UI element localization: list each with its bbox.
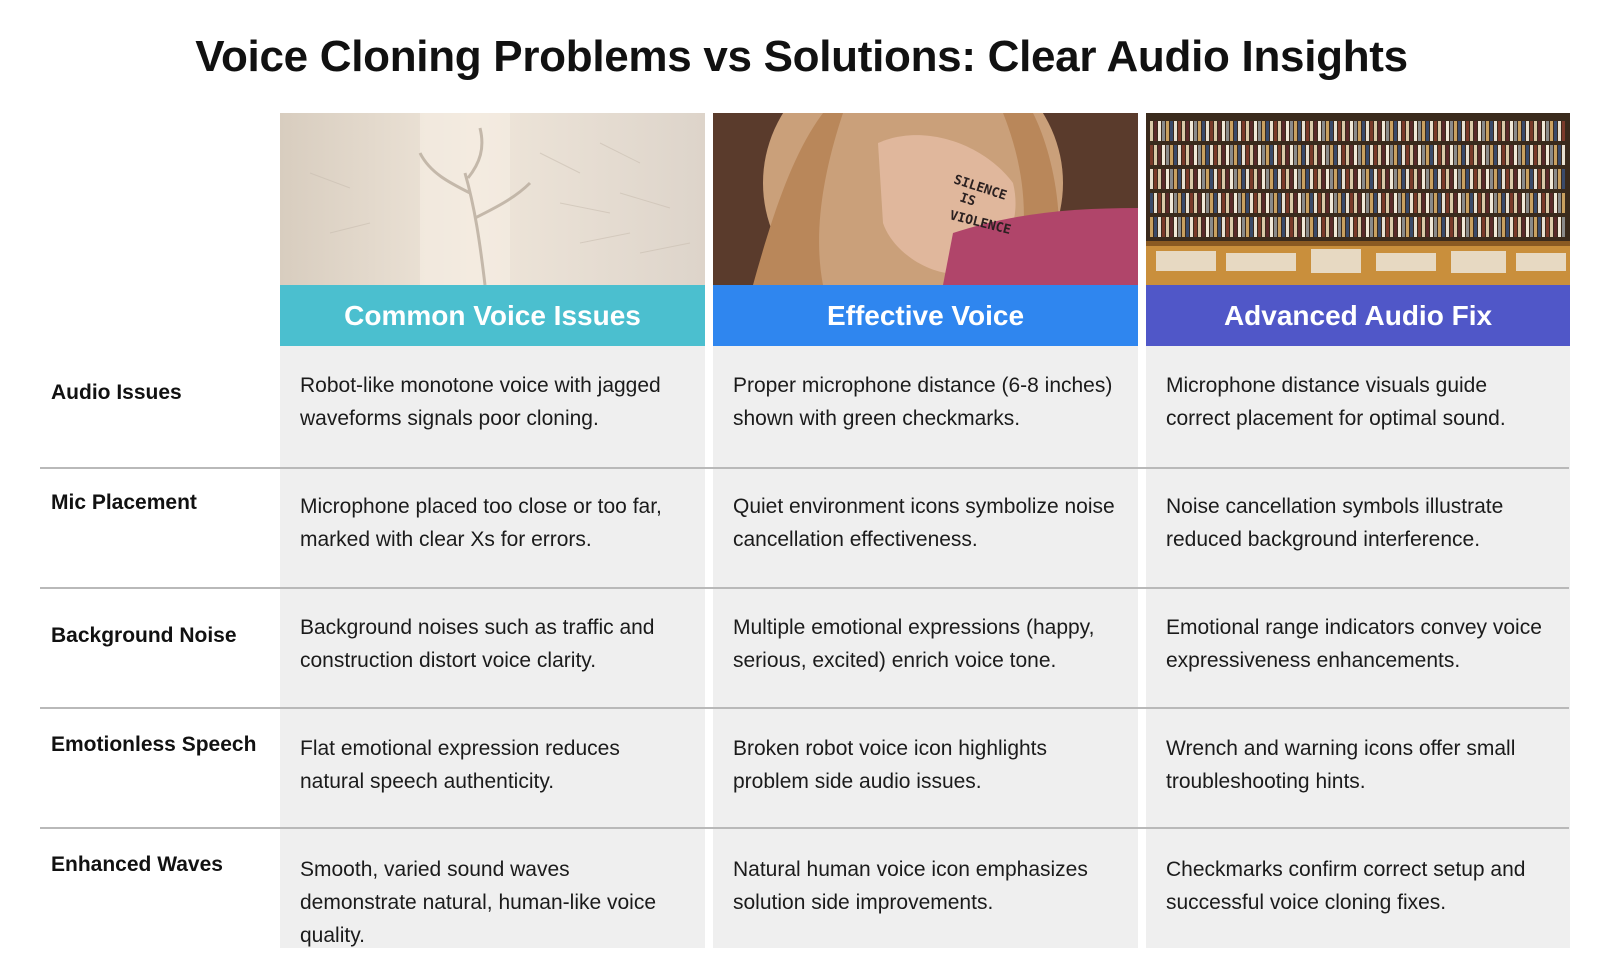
table-cell: Checkmarks confirm correct setup and suc… [1166,858,1526,914]
column-bg-3 [1146,346,1570,948]
row-label-background-noise: Background Noise [51,624,237,647]
row-divider [40,827,1569,829]
table-cell: Proper microphone distance (6-8 inches) … [733,374,1113,430]
column-header-effective-voice: Effective Voice [713,285,1138,346]
column-bg-1 [280,346,705,948]
page-title: Voice Cloning Problems vs Solutions: Cle… [195,32,1408,81]
table-cell: Emotional range indicators convey voice … [1166,616,1542,672]
table-cell: Smooth, varied sound waves demonstrate n… [300,858,657,947]
column-header-common-voice-issues: Common Voice Issues [280,285,705,346]
table-cell: Multiple emotional expressions (happy, s… [733,616,1095,672]
table-cell: Noise cancellation symbols illustrate re… [1166,495,1504,551]
table-cell: Quiet environment icons symbolize noise … [733,495,1115,551]
column-bg-2 [713,346,1138,948]
row-divider [40,587,1569,589]
row-label-audio-issues: Audio Issues [51,381,182,404]
column-header-advanced-audio-fix: Advanced Audio Fix [1146,285,1570,346]
row-label-enhanced-waves: Enhanced Waves [51,853,223,876]
table-cell: Natural human voice icon emphasizes solu… [733,858,1088,914]
table-cell: Robot-like monotone voice with jagged wa… [300,374,661,430]
image-common-voice-issues [280,113,705,285]
row-divider [40,707,1569,709]
image-effective-voice: SILENCE IS VIOLENCE [713,113,1138,285]
table-cell: Broken robot voice icon highlights probl… [733,737,1048,793]
row-label-emotionless-speech: Emotionless Speech [51,733,257,756]
row-label-mic-placement: Mic Placement [51,491,197,514]
table-cell: Microphone placed too close or too far, … [300,495,662,551]
image-advanced-audio-fix [1146,113,1570,285]
table-cell: Microphone distance visuals guide correc… [1166,374,1506,430]
row-divider [40,467,1569,469]
svg-text:IS: IS [958,191,978,210]
table-cell: Background noises such as traffic and co… [300,616,655,672]
table-cell: Wrench and warning icons offer small tro… [1166,737,1516,793]
table-cell: Flat emotional expression reduces natura… [300,737,620,793]
